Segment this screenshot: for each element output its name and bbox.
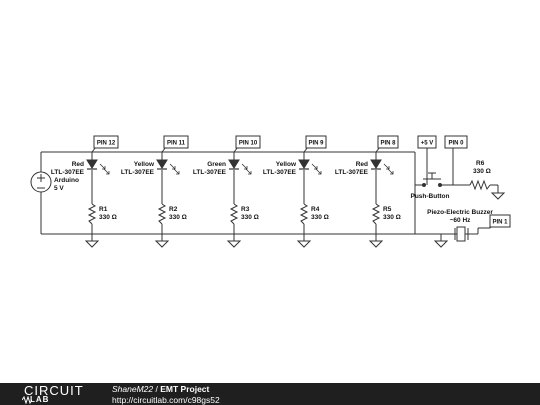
resistor-2-value-label: 330 Ω [169,214,187,221]
led-3-part-label: LTL-307EE [193,169,227,176]
buzzer-symbol [454,226,469,242]
branch-2-pin-label: PIN 11 [167,141,186,147]
resistor-4 [299,203,309,225]
resistor-4-value-label: 330 Ω [311,214,329,221]
author-link[interactable]: ShaneM22 [112,384,154,394]
buzzer-name-label: Piezo-Electric Buzzer [427,209,493,216]
branch-5-pin-tag: PIN 8 [377,135,399,149]
footer-bar [0,383,540,405]
resistor-1-value-label: 330 Ω [99,214,117,221]
led-2-part-label: LTL-307EE [121,169,155,176]
led-2-color-label: Yellow [134,161,155,168]
led-3-color-label: Green [207,161,226,168]
branch-2-ground-icon [154,240,170,248]
branch-1-ground-icon [84,240,100,248]
led-5-part-label: LTL-307EE [335,169,369,176]
resistor-3-value-label: 330 Ω [241,214,259,221]
resistor-5 [371,203,381,225]
circuitlab-logo-wave-icon [22,396,32,404]
branch-3-pin-label: PIN 10 [239,141,258,147]
branch-4-ground-icon [296,240,312,248]
arduino-5v-source: Arduino 5 V [30,171,79,193]
input-pin-label: PIN 0 [448,141,464,147]
led-2-light-icon [169,163,180,175]
r6-value-label: 330 Ω [473,168,491,175]
resistor-3 [229,203,239,225]
resistor-5-value-label: 330 Ω [383,214,401,221]
project-line: ShaneM22 / EMT Project [112,384,209,394]
circuitlab-logo-top: CIRCUIT [24,383,84,398]
resistor-5-ref-label: R5 [383,206,392,213]
branch-1-pin-label: PIN 12 [97,141,116,147]
supply-pin-label: +5 V [421,141,434,147]
buzzer-pin-label: PIN 1 [492,220,508,226]
branch-4-pin-tag: PIN 9 [305,135,327,149]
led-1-color-label: Red [72,161,84,168]
resistor-2-ref-label: R2 [169,206,178,213]
led-5-diode-icon [370,159,382,169]
resistor-3-ref-label: R3 [241,206,250,213]
r6-ref-label: R6 [476,160,485,167]
led-1-part-label: LTL-307EE [51,169,85,176]
branch-5-pin-label: PIN 8 [380,141,396,147]
branch-2-pin-tag: PIN 11 [163,135,189,149]
led-4-part-label: LTL-307EE [263,169,297,176]
resistor-1 [87,203,97,225]
led-5-light-icon [383,163,394,175]
led-1-diode-icon [86,159,98,169]
branch-3-ground-icon [226,240,242,248]
led-5-color-label: Red [356,161,368,168]
project-url-link[interactable]: http://circuitlab.com/c98gs52 [112,395,220,405]
buzzer-freq-label: ~60 Hz [450,217,472,224]
title-separator: / [155,384,158,394]
led-3-diode-icon [228,159,240,169]
led-1-light-icon [99,163,110,175]
branch-4-pin-label: PIN 9 [308,141,324,147]
input-pin-tag: PIN 0 [444,135,468,149]
branch-1-pin-tag: PIN 12 [93,135,119,149]
resistor-2 [157,203,167,225]
push-button-label: Push-Button [411,193,450,200]
led-4-light-icon [311,163,322,175]
project-title: EMT Project [160,384,210,394]
push-button-symbol [422,172,442,187]
arduino-label: Arduino [54,177,79,184]
resistor-4-ref-label: R4 [311,206,320,213]
buzzer-pin-tag: PIN 1 [489,214,511,229]
supply-pin-tag: +5 V [417,135,437,149]
branch-3-pin-tag: PIN 10 [235,135,261,149]
led-3-light-icon [241,163,252,175]
resistor-1-ref-label: R1 [99,206,108,213]
led-4-diode-icon [298,159,310,169]
led-4-color-label: Yellow [276,161,297,168]
buzzer-ground-icon [433,240,449,248]
circuitlab-logo-bottom: LAB [30,395,50,404]
arduino-voltage-label: 5 V [54,185,64,192]
wires [40,148,499,241]
led-2-diode-icon [156,159,168,169]
schematic-canvas: Arduino 5 V +5 V PIN 0 Push-Button R6 33… [30,135,511,248]
r6-resistor [469,179,491,191]
r6-ground-icon [490,192,506,200]
branch-5-ground-icon [368,240,384,248]
